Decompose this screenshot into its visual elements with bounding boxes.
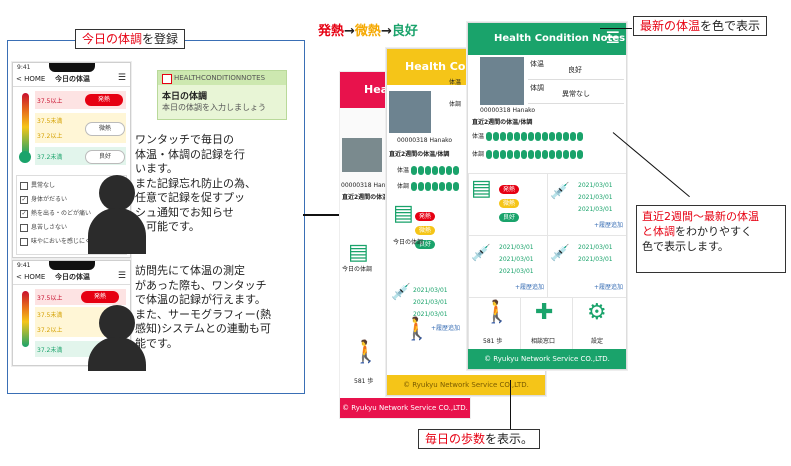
notification-title: 本日の体調 (162, 92, 208, 102)
clipboard-icon: ▤ (393, 201, 414, 226)
phone-today-temp: 9:41 < HOME 今日の体温 ☰ 37.5以上 発熱 37.5未満 37.… (12, 62, 131, 258)
app-screen-good: Health Condition Notes ☰ 00000318 Hanako… (467, 22, 627, 370)
infection-test-tile[interactable]: 💉 2021/03/01 2021/03/01 2021/03/01 +履歴追加 (468, 235, 548, 299)
thermometer-bulb (19, 151, 31, 163)
phone-header: < HOME 今日の体温 ☰ (13, 72, 130, 87)
steps-tile[interactable]: 🚶 581 歩 (468, 297, 522, 351)
menu-icon[interactable]: ☰ (605, 28, 620, 47)
history-title: 直近2週間の体温/体調 (342, 194, 403, 201)
notification-app-name: HEALTHCONDITIONNOTES (174, 74, 266, 82)
connector-line (600, 28, 632, 29)
phone-notch (48, 63, 95, 72)
add-history-link[interactable]: +履歴追加 (594, 222, 624, 229)
syringe-icon: 💉 (550, 243, 570, 262)
page-title: 今日の体温 (55, 75, 90, 83)
thermometer-icon (22, 93, 29, 155)
check-tired[interactable]: ✓身体がだるい (20, 195, 68, 204)
person-head-icon (99, 305, 135, 341)
fever-button[interactable]: 発熱 (85, 94, 123, 106)
app-title: Health Condition Notes (494, 33, 626, 44)
menu-icon[interactable]: ☰ (117, 73, 126, 83)
condition-status-row: 体調 異常なし (528, 81, 624, 104)
back-link[interactable]: < HOME (16, 75, 46, 83)
user-id: 00000318 Hanako (480, 107, 536, 114)
temp-status-row: 体温 良好 (528, 57, 624, 80)
steps-callout: 毎日の歩数を表示。 (418, 429, 541, 449)
fever-button[interactable]: 発熱 (81, 291, 119, 303)
walking-icon: 🚶 (483, 300, 511, 325)
app-footer: © Ryukyu Network Service CO.,LTD. (387, 375, 545, 395)
add-history-link[interactable]: +履歴追加 (594, 284, 624, 291)
check-normal[interactable]: 異常なし (20, 180, 55, 190)
app-title: Health Condi (405, 60, 485, 73)
phone-header: < HOME 今日の体温 ☰ (13, 270, 130, 285)
today-condition-tile[interactable]: ▤ 発熱微熱良好 (468, 173, 548, 237)
app-icon (162, 74, 172, 84)
page-title: 今日の体温 (55, 273, 90, 281)
notification-body: 本日の体調を入力しましょう (162, 103, 266, 112)
connector-line (510, 380, 511, 430)
good-button[interactable]: 良好 (85, 150, 125, 164)
history-chart: 体温 体調 (397, 157, 477, 197)
person-head-icon (99, 175, 135, 211)
syringe-icon: 💉 (471, 243, 491, 262)
clipboard-icon: ▤ (471, 176, 492, 201)
check-breath[interactable]: 息苦しさない (20, 222, 67, 232)
steps-tile[interactable]: 🚶 581 歩 (352, 340, 380, 386)
mild-button[interactable]: 微熱 (85, 122, 125, 136)
history-title: 直近2週間の体温/体調 (472, 119, 533, 126)
status-time: 9:41 (17, 64, 31, 71)
clipboard-icon: ▤ (348, 240, 369, 265)
status-legend: 発熱→微熱→良好 (318, 24, 418, 39)
add-history-link[interactable]: +履歴追加 (431, 325, 461, 332)
push-notification[interactable]: HEALTHCONDITIONNOTES 本日の体調 本日の体調を入力しましょう (157, 70, 287, 120)
temp-row-fever: 37.5以上 発熱 (35, 91, 126, 109)
walking-icon: 🚶 (352, 340, 380, 365)
vaccine-tile[interactable]: 💉 2021/03/01 2021/03/01 2021/03/01 +履歴追加 (391, 282, 461, 332)
settings-tile[interactable]: ⚙ 設定 (572, 297, 626, 351)
feature-description-1: ワンタッチで毎日の体温・体調の記録を行います。また記録忘れ防止の為、任意で記録を… (135, 133, 256, 233)
vaccination-tile[interactable]: 💉 2021/03/01 2021/03/01 +履歴追加 (547, 235, 626, 299)
avatar (342, 138, 382, 172)
today-condition-tile[interactable]: ▤ 発熱微熱良好 今日の体調 (389, 199, 461, 261)
feature-description-2: 訪問先にて体温の測定があった際も、ワンタッチで体温の記録が行えます。また、サーモ… (135, 264, 272, 350)
register-callout: 今日の体調を登録 (75, 29, 186, 49)
steps-count: 581 歩 (483, 338, 503, 345)
history-title: 直近2週間の体温/体調 (389, 151, 450, 158)
medical-cross-icon: ✚ (535, 300, 554, 325)
app-title: Heal (364, 83, 392, 96)
user-id: 00000318 Hanako (341, 182, 397, 189)
latest-temp-callout: 最新の体温を色で表示 (633, 16, 768, 36)
temp-row-fever: 37.5以上 発熱 (35, 289, 126, 305)
add-history-link[interactable]: +履歴追加 (515, 284, 545, 291)
infection-history-tile[interactable]: 💉 2021/03/01 2021/03/01 2021/03/01 +履歴追加 (547, 173, 626, 237)
app-footer: © Ryukyu Network Service CO.,LTD. (468, 349, 626, 369)
status-time: 9:41 (17, 262, 31, 269)
gear-icon: ⚙ (587, 300, 607, 325)
consult-tile[interactable]: ✚ 相談窓口 (520, 297, 574, 351)
syringe-icon: 💉 (391, 282, 411, 301)
check-smell[interactable]: 味やにおいを感じにくい (20, 236, 97, 246)
person-body-icon (88, 208, 146, 254)
temp-row-mild: 37.5未満 37.2以上 微熱 (35, 113, 126, 143)
history-chart: 体温 体調 (472, 125, 622, 167)
avatar (389, 91, 431, 133)
check-fever-throat[interactable]: ✓熱を出る・のどが痛い (20, 209, 92, 218)
today-condition-tile[interactable]: ▤ 今日の体調 (342, 240, 373, 274)
steps-tile[interactable]: 🚶 (403, 317, 431, 342)
temp-row-good: 37.2未満 良好 (35, 147, 126, 165)
menu-icon[interactable]: ☰ (117, 271, 126, 281)
thermometer-icon (22, 291, 29, 347)
history-callout: 直近2週間～最新の体温 と体調をわかりやすく 色で表示します。 (636, 205, 786, 273)
app-header: Health Condition Notes ☰ (468, 23, 626, 55)
syringe-icon: 💉 (550, 181, 570, 200)
phone-notch (48, 261, 95, 270)
avatar (480, 57, 524, 105)
user-id: 00000318 Hanako (397, 137, 453, 144)
back-link[interactable]: < HOME (16, 273, 46, 281)
app-footer: © Ryukyu Network Service CO.,LTD. (340, 398, 470, 418)
